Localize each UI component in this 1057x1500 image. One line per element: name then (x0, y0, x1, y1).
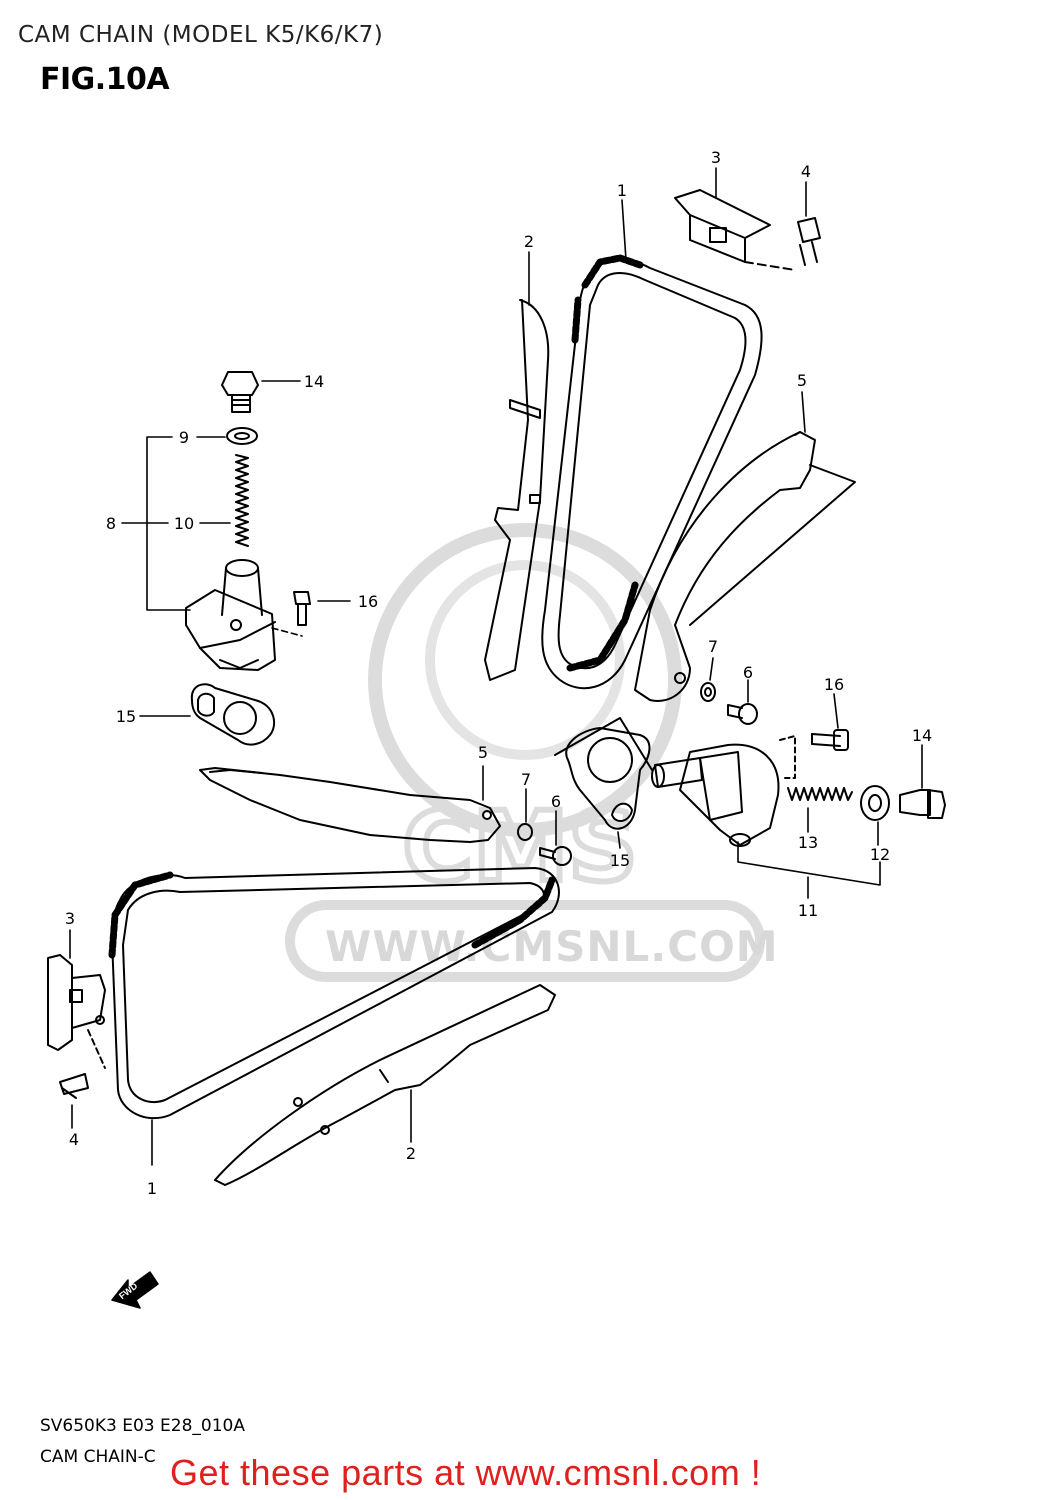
watermark-logo-text: CMS (402, 791, 637, 903)
section-name: CAM CHAIN-C (40, 1447, 156, 1467)
bolt-4-lower (59, 1073, 89, 1099)
figure-number: FIG.10A (40, 62, 170, 97)
page-header-title: CAM CHAIN (MODEL K5/K6/K7) (18, 22, 384, 48)
adjuster-bolt-14-right (899, 789, 946, 819)
callout-13: 13 (798, 833, 818, 852)
callout-2-top: 2 (524, 232, 534, 251)
callout-15-mid: 15 (610, 851, 630, 870)
washer-7-mid (517, 823, 533, 841)
bolt-4-upper (797, 217, 821, 266)
bolt-6-right (727, 703, 758, 725)
fwd-arrow-icon (111, 1271, 159, 1309)
washer-9-left (226, 427, 258, 445)
callout-1-top: 1 (617, 181, 627, 200)
tensioner-adjuster-body-left (185, 559, 276, 671)
callout-8: 8 (106, 514, 116, 533)
chain-tensioner-lower (199, 767, 501, 843)
cam-chain-lower (108, 867, 560, 1120)
callout-11: 11 (798, 901, 818, 920)
callout-4-bottom: 4 (69, 1130, 79, 1149)
adjuster-bolt-14-left (221, 371, 259, 413)
chain-guide-upper (484, 299, 550, 681)
callout-6-right: 6 (743, 663, 753, 682)
callout-16-left: 16 (358, 592, 378, 611)
bolt-16-right (811, 729, 849, 751)
callout-6-mid: 6 (551, 792, 561, 811)
callout-16-right: 16 (824, 675, 844, 694)
gasket-15-right (554, 717, 653, 830)
callout-9: 9 (179, 428, 189, 447)
callout-14-right: 14 (912, 726, 932, 745)
callout-leaders-lower (69, 167, 807, 1166)
callout-5-mid: 5 (478, 743, 488, 762)
spring-13-right (787, 787, 853, 801)
chain-guide-lower (214, 984, 556, 1186)
bolt-6-mid (539, 846, 572, 866)
callout-leaders-right (617, 657, 923, 899)
watermark-url: WWW.CMSNL.COM (325, 922, 779, 971)
callout-7-right: 7 (708, 637, 718, 656)
callout-5-right: 5 (797, 371, 807, 390)
callout-3-top: 3 (711, 148, 721, 167)
model-code: SV650K3 E03 E28_010A (40, 1416, 245, 1436)
gasket-15-left (190, 683, 276, 746)
chain-tensioner-upper (634, 431, 856, 702)
chain-guide-bracket-lower (47, 954, 106, 1069)
bolt-16-left (293, 591, 311, 626)
callout-4-top: 4 (801, 162, 811, 181)
spring-10-left (235, 454, 249, 547)
callout-10: 10 (174, 514, 194, 533)
washer-7-right (700, 682, 716, 702)
callout-7-mid: 7 (521, 770, 531, 789)
callout-12: 12 (870, 845, 890, 864)
callout-3-bottom: 3 (65, 909, 75, 928)
promo-link[interactable]: Get these parts at www.cmsnl.com ! (170, 1452, 762, 1493)
callout-15-left: 15 (116, 707, 136, 726)
callout-1-bottom: 1 (147, 1179, 157, 1198)
callout-14-left: 14 (304, 372, 324, 391)
callout-2-bottom: 2 (406, 1144, 416, 1163)
cam-chain-upper (541, 254, 763, 690)
tensioner-adjuster-body-right (651, 735, 796, 847)
chain-guide-bracket-upper (674, 189, 796, 271)
callout-leaders-left (121, 380, 351, 717)
washer-12-right (860, 785, 890, 821)
